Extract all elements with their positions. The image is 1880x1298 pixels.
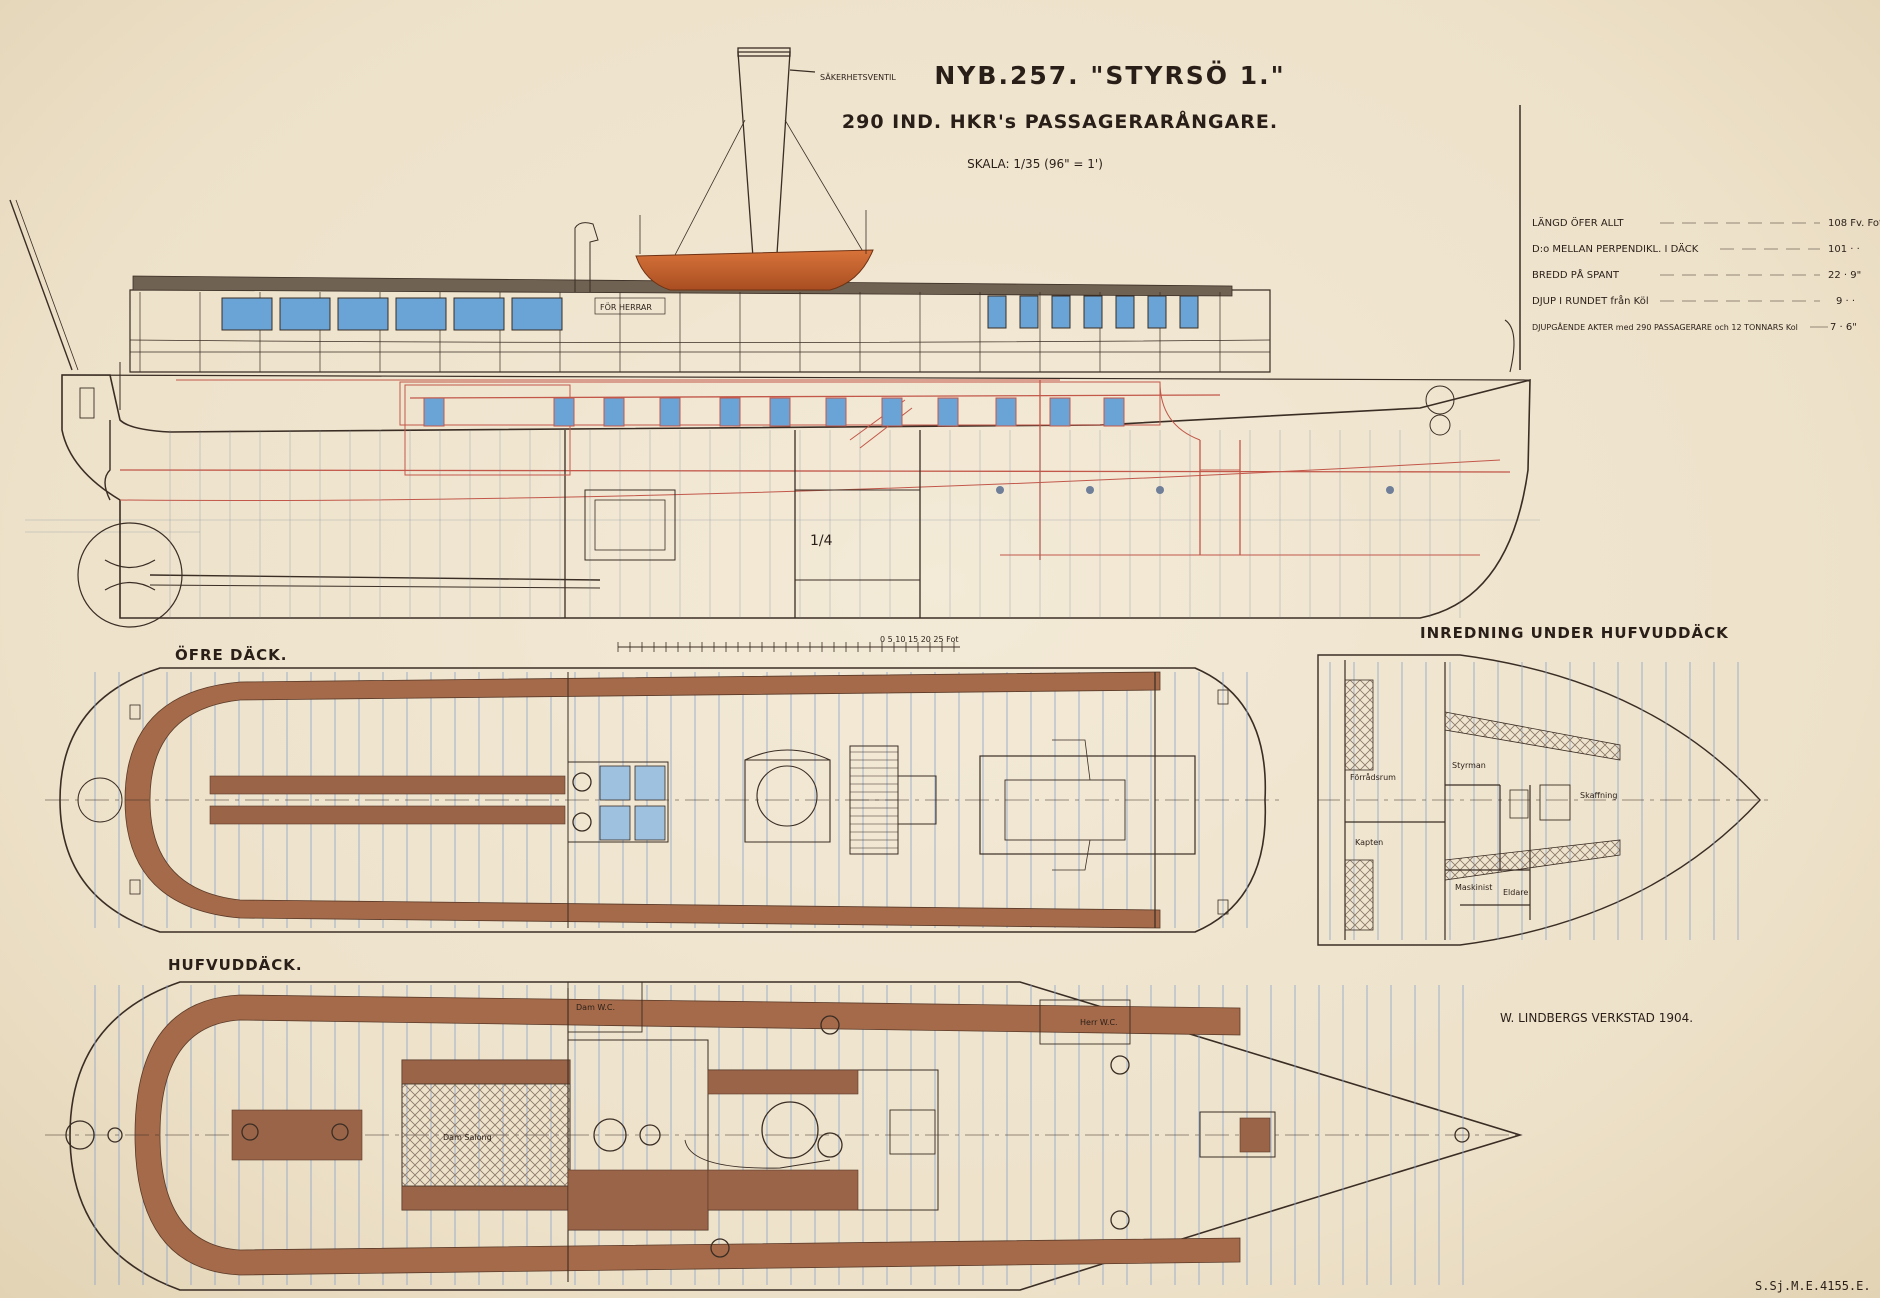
- room-label: Maskinist: [1455, 883, 1492, 892]
- cabin-window: [1051, 295, 1071, 329]
- spec-row: DJUPGÅENDE AKTER med 290 PASSAGERARE och…: [1532, 321, 1857, 333]
- cabin-window: [1179, 295, 1199, 329]
- drawing-title: NYB.257. "STYRSÖ 1.": [934, 60, 1285, 90]
- spec-row: LÄNGD ÖFER ALLT 108 Fv. Fot: [1532, 216, 1880, 229]
- spec-label: BREDD PÅ SPANT: [1532, 268, 1620, 281]
- saloon-window: [279, 297, 331, 331]
- saloon-window: [221, 297, 273, 331]
- room-label: Eldare: [1503, 888, 1528, 897]
- cabin-window: [987, 295, 1007, 329]
- main-deck-label: HUFVUDDÄCK.: [168, 955, 303, 974]
- porthole-window: [1049, 397, 1071, 427]
- lifeboat: [635, 249, 874, 291]
- scale-bar-label: 0 5 10 15 20 25 Fot: [880, 635, 959, 644]
- spec-label: DJUP I RUNDET från Köl: [1532, 294, 1649, 307]
- room-label: Skaffning: [1580, 791, 1617, 800]
- hull-outline: [61, 374, 1531, 619]
- porthole-window: [603, 397, 625, 427]
- spec-value: 108 Fv. Fot: [1828, 218, 1880, 229]
- spec-value: 9 · ·: [1836, 296, 1855, 307]
- funnel: [737, 51, 791, 286]
- saloon-window: [337, 297, 389, 331]
- upper-deck-plan: [45, 667, 1280, 933]
- spec-label: LÄNGD ÖFER ALLT: [1532, 216, 1624, 229]
- porthole-window: [825, 397, 847, 427]
- wc-label: Dam W.C.: [576, 1003, 615, 1012]
- porthole-window: [995, 397, 1017, 427]
- below-main-plan: Förrådsrum Kapten Styrman Maskinist Elda…: [1317, 654, 1770, 946]
- hull-fraction-label: 1/4: [810, 533, 833, 549]
- porthole-window: [937, 397, 959, 427]
- porthole-window: [553, 397, 575, 427]
- saloon-label: Dam Salong: [443, 1133, 492, 1142]
- funnel-note: SÄKERHETSVENTIL: [820, 72, 896, 82]
- hull-porthole: [1386, 486, 1394, 494]
- porthole-window: [719, 397, 741, 427]
- cabin-window: [1115, 295, 1135, 329]
- aft-flagstaff: [9, 199, 73, 371]
- profile-view: 1/4 FÖR HERRAR SÄKERHETSVENTIL: [9, 47, 1540, 628]
- cabin-window: [1019, 295, 1039, 329]
- spec-table: LÄNGD ÖFER ALLT 108 Fv. Fot D:o MELLAN P…: [1532, 216, 1880, 333]
- spec-value: 7 · 6": [1830, 322, 1857, 333]
- yard-note: W. LINDBERGS VERKSTAD 1904.: [1500, 1011, 1693, 1025]
- porthole-window: [423, 397, 445, 427]
- cabin-window: [1083, 295, 1103, 329]
- cabin-window: [1147, 295, 1167, 329]
- porthole-window: [1103, 397, 1125, 427]
- room-label: Förrådsrum: [1350, 772, 1396, 782]
- hull-porthole: [1156, 486, 1164, 494]
- spec-row: DJUP I RUNDET från Köl 9 · ·: [1532, 294, 1855, 307]
- drawing-subtitle: 290 IND. HKR's PASSAGERARÅNGARE.: [842, 109, 1278, 133]
- porthole-window: [769, 397, 791, 427]
- wc-label: Herr W.C.: [1080, 1018, 1118, 1027]
- spec-row: D:o MELLAN PERPENDIKL. I DÄCK 101 · ·: [1532, 242, 1860, 255]
- room-label: Styrman: [1452, 761, 1486, 770]
- spec-value: 22 · 9": [1828, 270, 1861, 281]
- main-deck-plan: Dam Salong Dam W.C. Herr W.C.: [45, 981, 1525, 1291]
- spec-label: D:o MELLAN PERPENDIKL. I DÄCK: [1532, 242, 1699, 255]
- porthole-window: [881, 397, 903, 427]
- spec-value: 101 · ·: [1828, 244, 1860, 255]
- profile-room-label: FÖR HERRAR: [600, 302, 652, 312]
- saloon-window: [395, 297, 447, 331]
- archive-mark: S.Sj.M.E.4155.E.: [1755, 1279, 1871, 1293]
- hull-porthole: [1086, 486, 1094, 494]
- room-label: Kapten: [1355, 838, 1383, 847]
- saloon-window: [511, 297, 563, 331]
- drawing-scale: SKALA: 1/35 (96" = 1'): [967, 157, 1103, 171]
- scale-bar: 0 5 10 15 20 25 Fot: [617, 635, 960, 652]
- spec-label: DJUPGÅENDE AKTER med 290 PASSAGERARE och…: [1532, 321, 1798, 332]
- hull-porthole: [996, 486, 1004, 494]
- porthole-window: [659, 397, 681, 427]
- below-main-label: INREDNING UNDER HUFVUDDÄCK: [1420, 623, 1729, 642]
- saloon-window: [453, 297, 505, 331]
- spec-row: BREDD PÅ SPANT 22 · 9": [1532, 268, 1861, 281]
- upper-deck-label: ÖFRE DÄCK.: [175, 645, 287, 664]
